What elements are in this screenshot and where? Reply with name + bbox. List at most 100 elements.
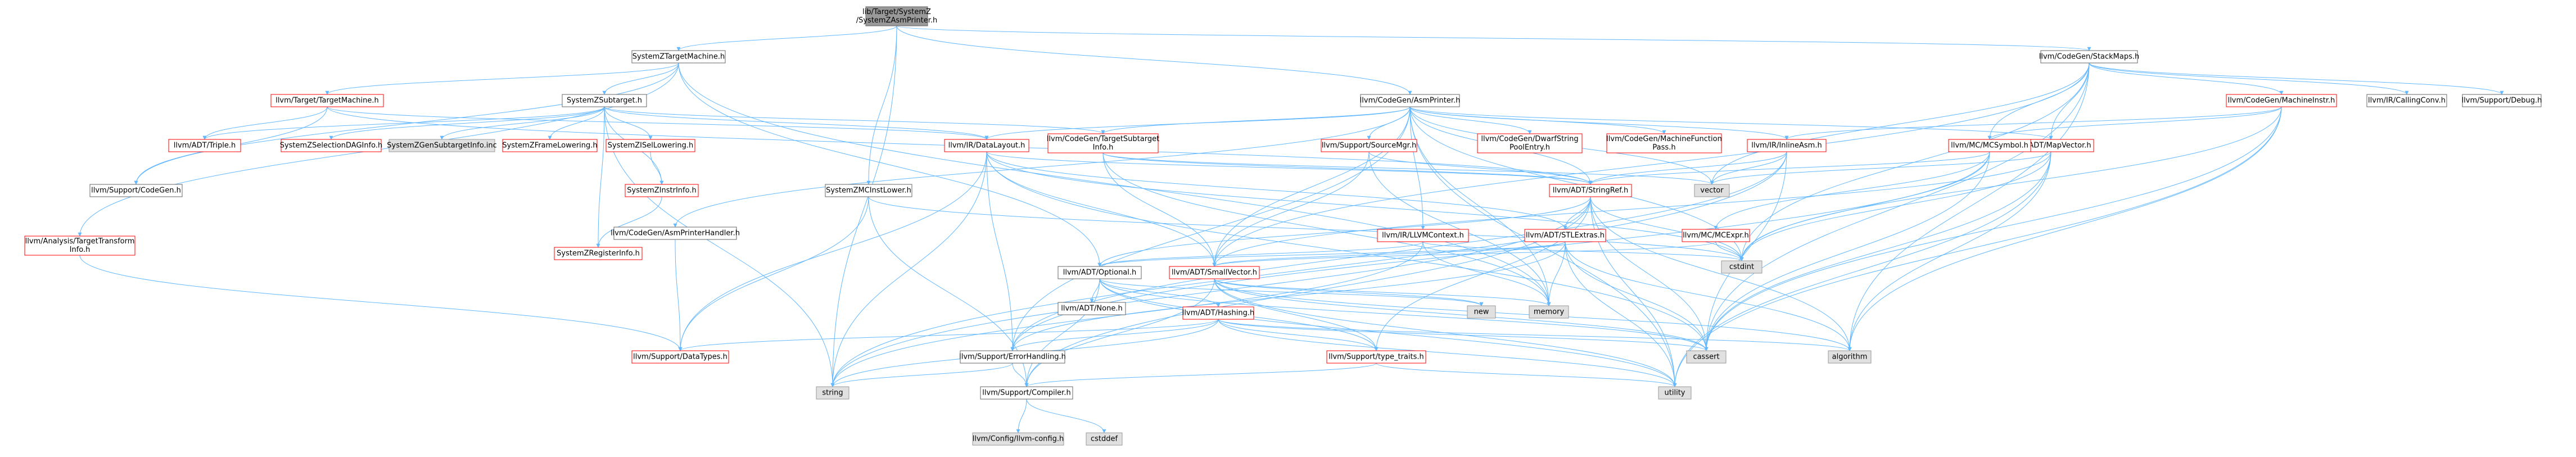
edge-stringref-to-optional (1097, 196, 1591, 267)
edge-subtarget-to-string (604, 106, 835, 387)
node-compiler[interactable]: llvm/Support/Compiler.h (980, 386, 1073, 400)
node-errorhandling[interactable]: llvm/Support/ErrorHandling.h (959, 350, 1066, 364)
node-llvmcontext[interactable]: llvm/IR/LLVMContext.h (1377, 229, 1469, 242)
edge-optional-to-hashing (1099, 278, 1221, 307)
edge-mapvector-to-utility (1673, 151, 2051, 387)
node-label-string: string (822, 389, 843, 397)
edge-stlextras-to-utility (1565, 241, 1677, 387)
node-smallvector[interactable]: llvm/ADT/SmallVector.h (1169, 266, 1260, 279)
node-label-utility: utility (1665, 389, 1685, 397)
node-label-instrinfo: SystemZInstrInfo.h (627, 187, 696, 195)
edge-instrinfo-to-reginfo (596, 196, 662, 248)
edge-machineinstr-to-utility (1673, 106, 2282, 387)
node-reginfo[interactable]: SystemZRegisterInfo.h (554, 247, 643, 260)
node-mcinstlower[interactable]: SystemZMCInstLower.h (825, 184, 912, 197)
node-label-mfpass: Pass.h (1652, 143, 1675, 152)
node-stringref[interactable]: llvm/ADT/StringRef.h (1549, 184, 1632, 197)
node-algorithm: algorithm (1828, 350, 1872, 364)
node-label-tti: llvm/Analysis/TargetTransform (25, 237, 135, 246)
node-box-asmprinter (1360, 94, 1460, 107)
edge-asmprinter-to-inlineasm (1409, 106, 1789, 140)
node-codegen[interactable]: llvm/Support/CodeGen.h (89, 184, 183, 197)
edge-mcsymbol-to-mcexpr (1714, 151, 1990, 230)
node-ttm[interactable]: llvm/Target/TargetMachine.h (270, 94, 384, 107)
node-box-algorithm (1828, 350, 1872, 364)
node-mcexpr[interactable]: llvm/MC/MCExpr.h (1682, 229, 1750, 242)
node-box-mfpass (1606, 133, 1722, 153)
edge-stm-to-ttm (325, 62, 679, 95)
node-typetraits[interactable]: llvm/Support/type_traits.h (1326, 350, 1426, 364)
node-datalayout[interactable]: llvm/IR/DataLayout.h (944, 139, 1029, 152)
node-label-mfpass: llvm/CodeGen/MachineFunction (1606, 135, 1722, 143)
edge-subtarget-to-seldag (329, 106, 605, 140)
edge-stringref-to-algorithm (1590, 196, 1852, 351)
edge-subtarget-to-reginfo (596, 106, 605, 248)
edge-machineinstr-to-cstdint (1739, 106, 2282, 261)
edge-llvmcontext-to-cstdint (1422, 241, 1744, 261)
node-cassert: cassert (1686, 350, 1727, 364)
node-instrinfo[interactable]: SystemZInstrInfo.h (625, 184, 699, 197)
edge-mapvector-to-smallvector (1212, 151, 2051, 267)
edge-isel-to-instrinfo (650, 151, 664, 185)
edge-mapvector-to-cassert (1704, 151, 2051, 351)
node-stlextras[interactable]: llvm/ADT/STLExtras.h (1524, 229, 1606, 242)
node-box-stm (631, 50, 726, 64)
edge-smallvector-to-memory (1214, 278, 1551, 306)
node-box-datatypes (631, 350, 729, 364)
node-callingconv[interactable]: llvm/IR/CallingConv.h (2366, 94, 2447, 107)
node-label-vector: vector (1700, 187, 1724, 195)
node-asmprinter[interactable]: llvm/CodeGen/AsmPrinter.h (1360, 94, 1461, 107)
edge-smallvector-to-new (1214, 278, 1484, 306)
node-label-datalayout: llvm/IR/DataLayout.h (948, 142, 1025, 150)
node-mcsymbol[interactable]: llvm/MC/MCSymbol.h (1948, 139, 2031, 152)
node-sourcemgr[interactable]: llvm/Support/SourceMgr.h (1321, 139, 1417, 152)
node-datatypes[interactable]: llvm/Support/DataTypes.h (631, 350, 729, 364)
node-stm[interactable]: SystemZTargetMachine.h (631, 50, 726, 64)
node-box-reginfo (554, 247, 643, 260)
edge-typetraits-to-utility (1376, 363, 1677, 387)
node-box-asmhandler (613, 227, 737, 240)
node-root[interactable]: lib/Target/SystemZ/SystemZAsmPrinter.h (856, 6, 938, 26)
edge-stringref-to-compiler (1024, 196, 1591, 387)
node-box-cstdint (1721, 260, 1762, 274)
edge-subtarget-to-triple (202, 106, 605, 140)
node-box-utility (1658, 386, 1692, 400)
node-seldag[interactable]: SystemZSelectionDAGInfo.h (280, 139, 383, 152)
edge-asmprinter-to-tsi (1101, 106, 1411, 134)
node-box-cstddef (1086, 432, 1123, 446)
node-vector: vector (1694, 184, 1730, 197)
node-label-cassert: cassert (1693, 353, 1719, 361)
node-asmhandler[interactable]: llvm/CodeGen/AsmPrinterHandler.h (611, 227, 740, 240)
node-machineinstr[interactable]: llvm/CodeGen/MachineInstr.h (2226, 94, 2337, 107)
node-box-stringref (1549, 184, 1632, 197)
node-utility: utility (1658, 386, 1692, 400)
node-inlineasm[interactable]: llvm/IR/InlineAsm.h (1747, 139, 1827, 152)
edge-datalayout-to-stringref (986, 151, 1593, 185)
edge-smallvector-to-compiler (1024, 278, 1215, 387)
node-box-inlineasm (1747, 139, 1827, 152)
node-debug[interactable]: llvm/Support/Debug.h (2462, 94, 2542, 107)
node-optional[interactable]: llvm/ADT/Optional.h (1057, 266, 1142, 279)
edge-hashing-to-algorithm (1218, 319, 1852, 351)
node-isel[interactable]: SystemZISelLowering.h (605, 139, 695, 152)
edge-errorhandling-to-compiler (1012, 363, 1029, 387)
node-none[interactable]: llvm/ADT/None.h (1057, 302, 1126, 315)
node-triple[interactable]: llvm/ADT/Triple.h (168, 139, 241, 152)
node-subtarget[interactable]: SystemZSubtarget.h (562, 94, 647, 107)
node-box-config (972, 432, 1064, 446)
edge-root-to-mcinstlower (866, 25, 897, 185)
edge-smallvector-to-typetraits (1214, 278, 1379, 351)
node-box-string (816, 386, 849, 400)
node-frame[interactable]: SystemZFrameLowering.h (502, 139, 598, 152)
edge-datalayout-to-smallvector (986, 151, 1217, 267)
node-hashing[interactable]: llvm/ADT/Hashing.h (1182, 306, 1254, 320)
edge-mcexpr-to-cstdint (1715, 241, 1744, 261)
node-stackmaps[interactable]: llvm/CodeGen/StackMaps.h (2039, 50, 2140, 64)
node-label-asmhandler: llvm/CodeGen/AsmPrinterHandler.h (611, 229, 740, 238)
edge-stlextras-to-cassert (1565, 241, 1709, 351)
